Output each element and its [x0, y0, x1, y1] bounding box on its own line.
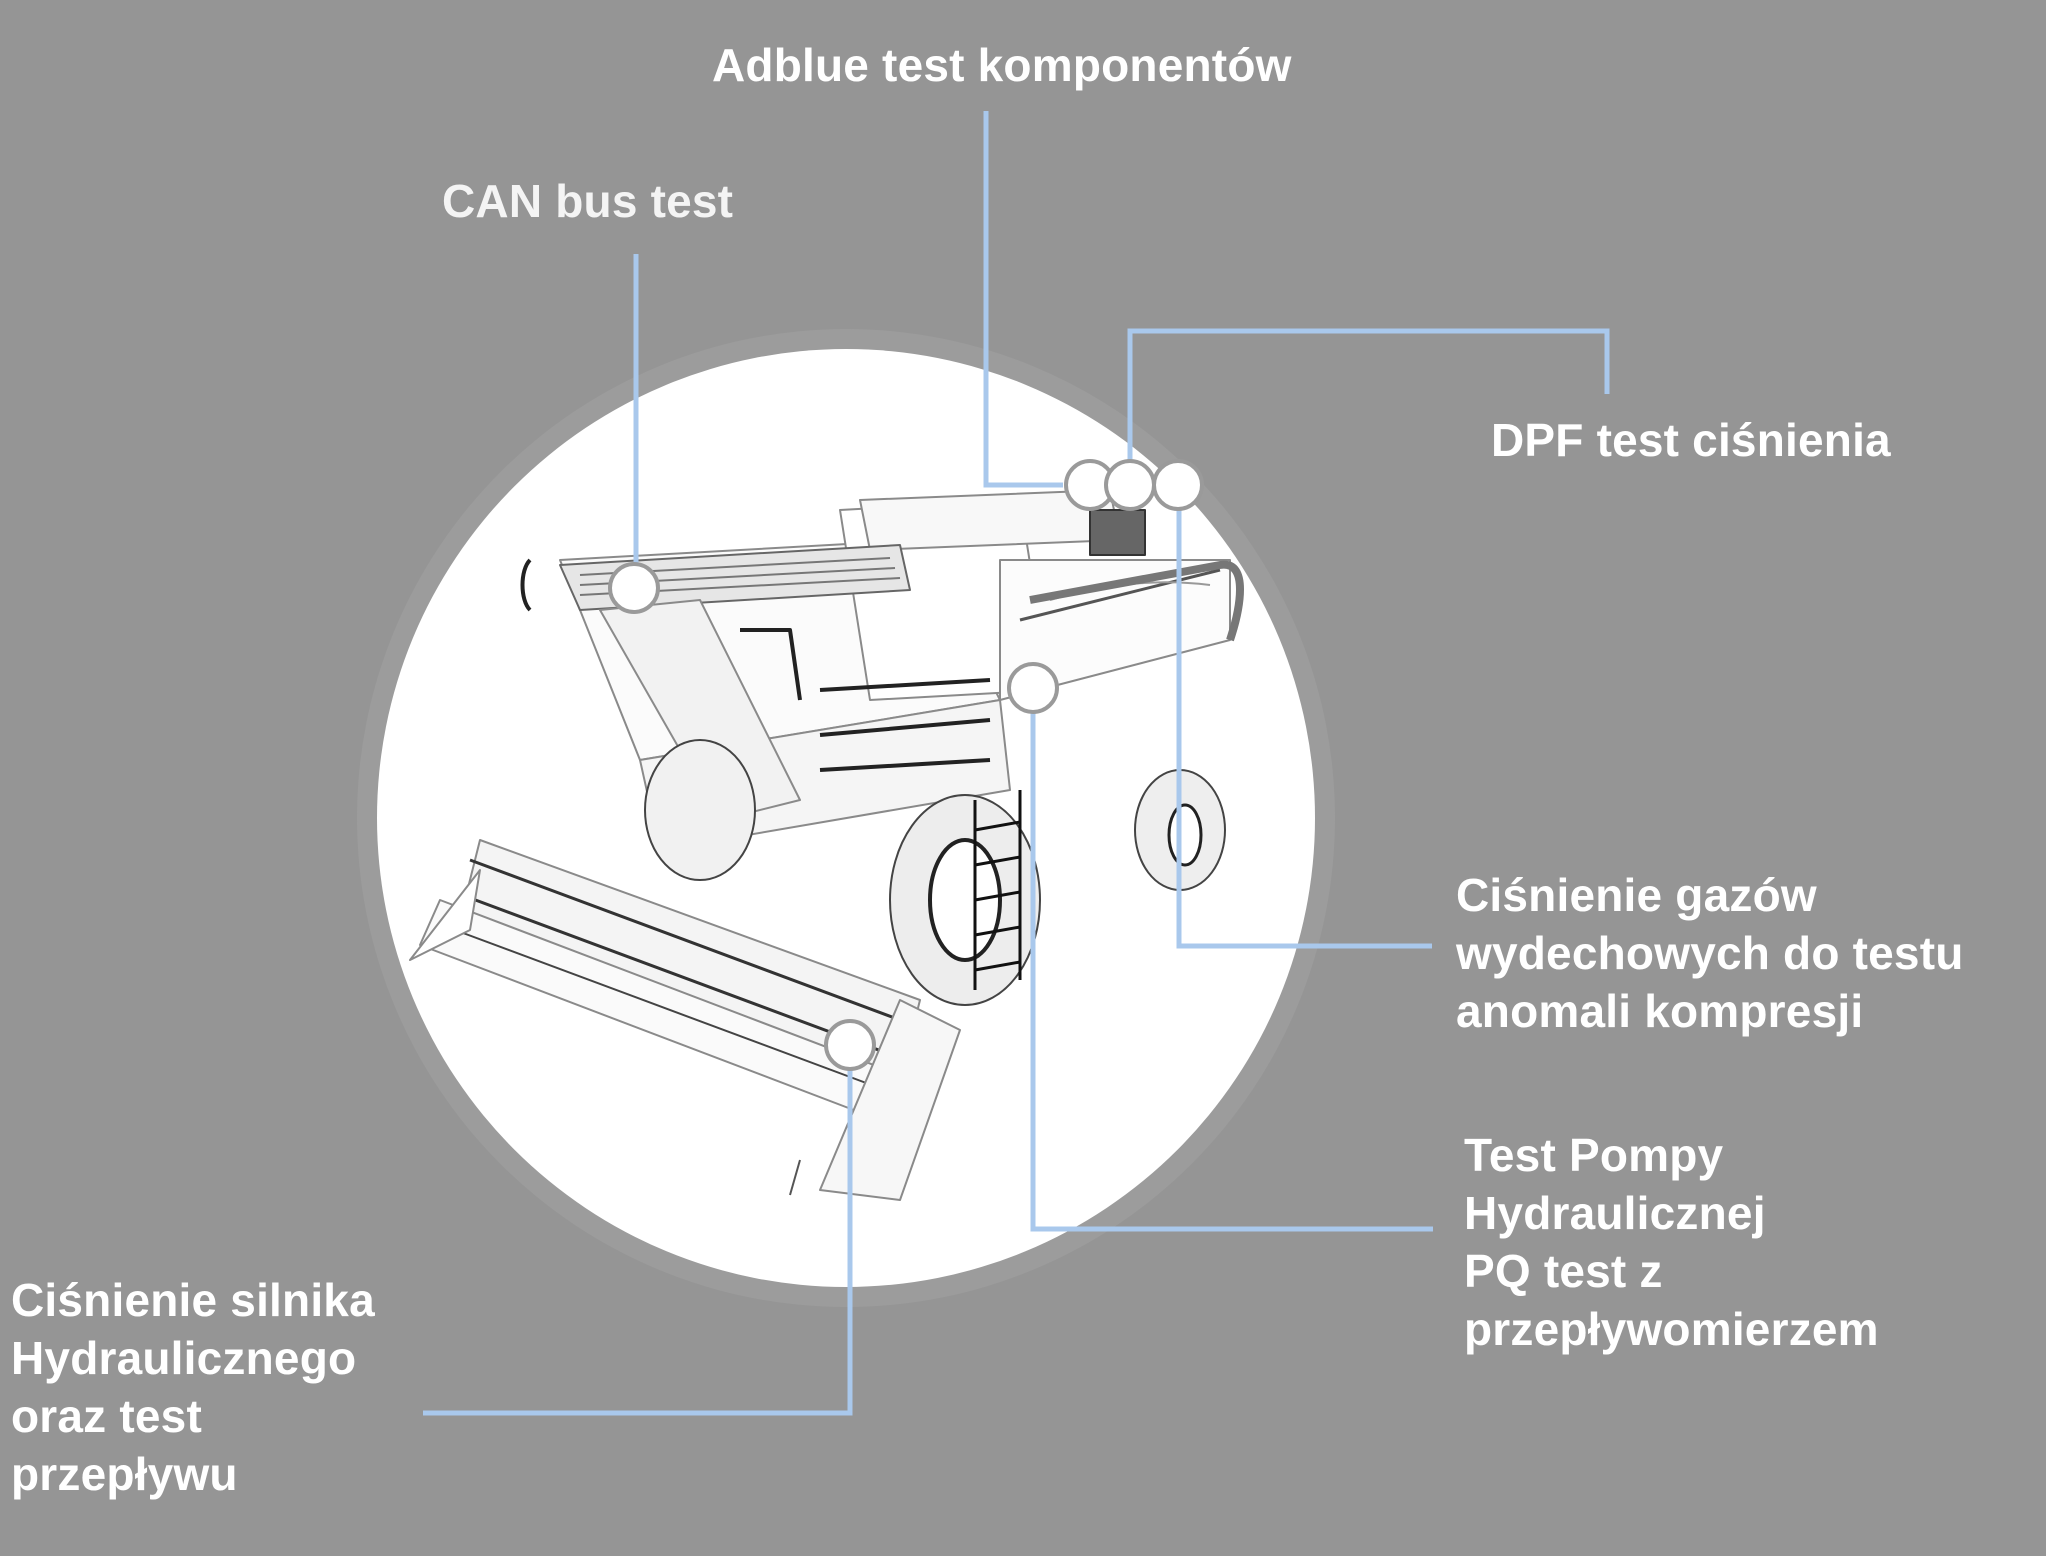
label-line: anomali kompresji	[1456, 985, 1864, 1037]
hotspot-exhaust[interactable]	[1152, 459, 1204, 511]
hotspot-can-bus[interactable]	[608, 562, 660, 614]
label-can-bus-test: CAN bus test	[442, 172, 733, 230]
label-line: wydechowych do testu	[1456, 927, 1964, 979]
ladder	[973, 790, 1022, 990]
label-hydraulic-pump-test: Test Pompy Hydraulicznej PQ test z przep…	[1464, 1126, 1879, 1358]
hotspot-dpf[interactable]	[1104, 459, 1156, 511]
label-hydraulic-motor-test: Ciśnienie silnika Hydraulicznego oraz te…	[11, 1271, 375, 1503]
label-line: Ciśnienie gazów	[1456, 869, 1817, 921]
unloading-auger	[1029, 509, 1244, 642]
leader-line-adblue	[983, 111, 1063, 488]
label-line: przepływu	[11, 1448, 238, 1500]
label-line: Adblue test komponentów	[712, 39, 1292, 91]
label-line: Test Pompy	[1464, 1129, 1724, 1181]
label-line: Hydraulicznej	[1464, 1187, 1766, 1239]
leader-line-exhaust	[1176, 509, 1432, 949]
leader-line-dpf	[1127, 328, 1610, 461]
label-line: przepływomierzem	[1464, 1303, 1879, 1355]
label-dpf-test: DPF test ciśnienia	[1491, 411, 1891, 469]
label-line: PQ test z	[1464, 1245, 1663, 1297]
hotspot-hydraulic-pump[interactable]	[1007, 662, 1059, 714]
label-line: CAN bus test	[442, 175, 734, 227]
hotspot-hydraulic-motor[interactable]	[824, 1019, 876, 1071]
header-platform	[409, 839, 961, 1201]
label-line: Hydraulicznego	[11, 1332, 357, 1384]
label-line: DPF test ciśnienia	[1491, 414, 1891, 466]
label-exhaust-pressure: Ciśnienie gazów wydechowych do testu ano…	[1456, 866, 1964, 1040]
label-line: Ciśnienie silnika	[11, 1274, 375, 1326]
wheels	[644, 739, 1226, 1006]
leader-line-pump	[1030, 712, 1433, 1232]
label-line: oraz test	[11, 1390, 202, 1442]
label-adblue-test: Adblue test komponentów	[712, 36, 1292, 94]
leader-line-motor	[423, 1069, 853, 1416]
